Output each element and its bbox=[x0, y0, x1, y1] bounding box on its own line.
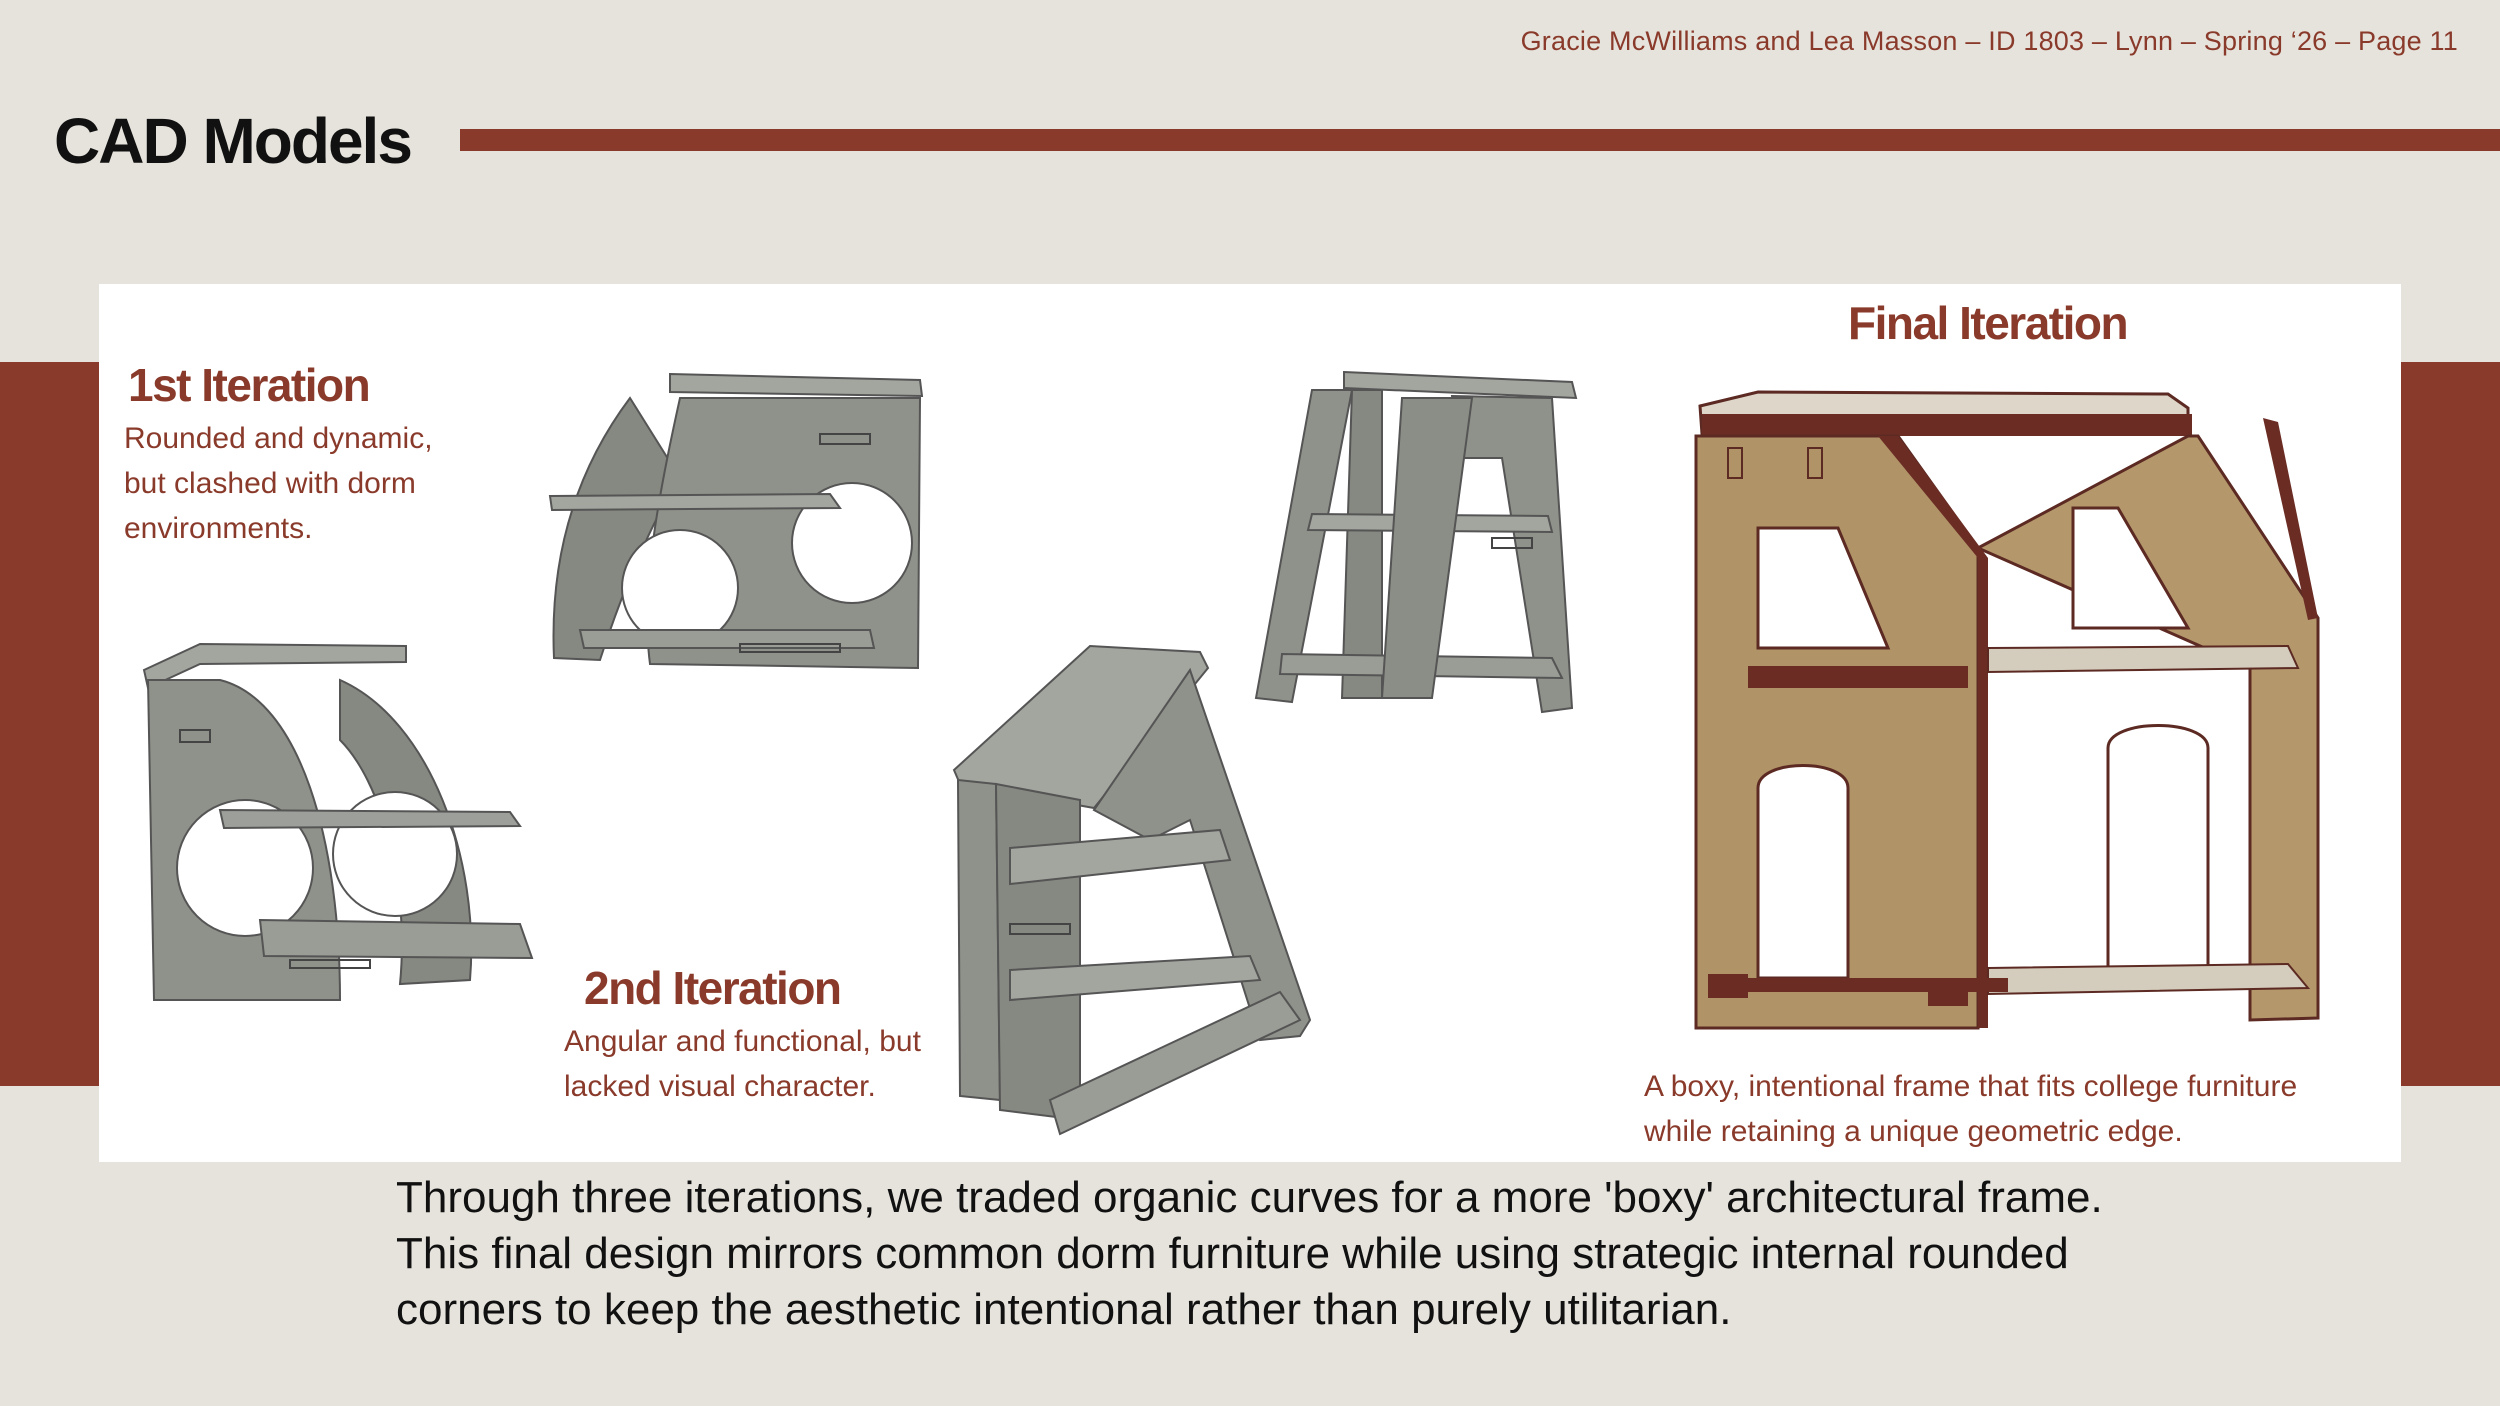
summary-text: Through three iterations, we traded orga… bbox=[396, 1173, 2103, 1334]
iteration-2-desc-line: Angular and functional, but bbox=[564, 1025, 921, 1058]
title-rule bbox=[460, 129, 2500, 151]
page-title: CAD Models bbox=[54, 105, 413, 177]
model-angular-stool-a bbox=[1254, 370, 1578, 714]
model-final-wood-frame bbox=[1694, 390, 2320, 1030]
iteration-final-desc-line: while retaining a unique geometric edge. bbox=[1644, 1115, 2183, 1148]
iteration-2-title: 2nd Iteration bbox=[584, 962, 842, 1014]
iteration-final-description: A boxy, intentional frame that fits coll… bbox=[1644, 1064, 2297, 1154]
iteration-final-desc-line: A boxy, intentional frame that fits coll… bbox=[1644, 1070, 2298, 1103]
iteration-2-desc-line: lacked visual character. bbox=[564, 1070, 876, 1103]
iteration-final-title: Final Iteration bbox=[1848, 297, 2129, 349]
model-rounded-stool-b bbox=[142, 642, 534, 1001]
model-rounded-stool-a bbox=[548, 372, 924, 670]
header-meta: Gracie McWilliams and Lea Masson – ID 18… bbox=[1520, 26, 2458, 56]
iteration-1-desc-line: Rounded and dynamic, bbox=[124, 422, 433, 455]
iteration-1-description: Rounded and dynamic, but clashed with do… bbox=[124, 416, 433, 551]
iteration-2-description: Angular and functional, but lacked visua… bbox=[564, 1019, 921, 1109]
iteration-1-title: 1st Iteration bbox=[128, 359, 371, 411]
iteration-1-desc-line: but clashed with dorm bbox=[124, 467, 416, 500]
model-angular-stool-b bbox=[952, 644, 1312, 1136]
iteration-1-desc-line: environments. bbox=[124, 512, 313, 545]
